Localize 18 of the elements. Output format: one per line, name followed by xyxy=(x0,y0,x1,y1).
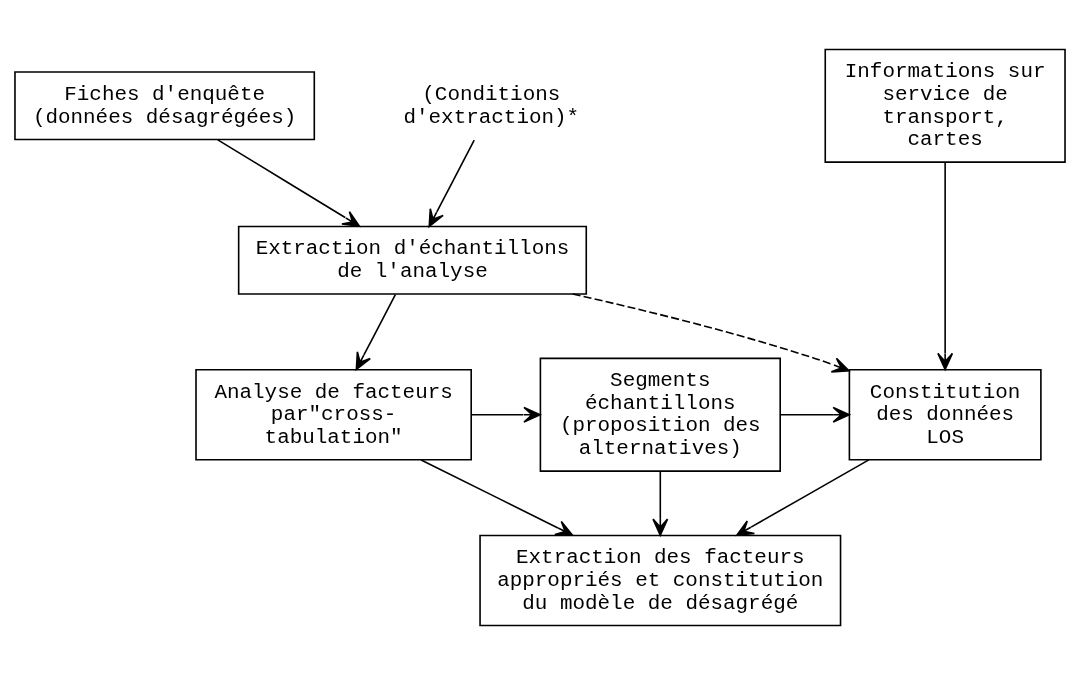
arrow xyxy=(217,138,361,227)
arrow xyxy=(470,406,541,423)
arrow xyxy=(736,458,870,536)
node-text: (Conditions d'extraction)* xyxy=(403,82,580,128)
arrow xyxy=(420,458,574,536)
node-box: Extraction des facteurs appropriés et constitution du modèle de désagrégé xyxy=(479,534,842,626)
arrow xyxy=(779,406,851,423)
node-box: Constitution des données LOS xyxy=(848,368,1042,461)
arrow xyxy=(355,293,397,370)
arrow xyxy=(652,470,669,536)
node-box: Segments échantillons (proposition des alternatives) xyxy=(539,357,781,472)
arrow xyxy=(428,138,475,227)
node-box: Informations sur service de transport, cartes xyxy=(824,48,1066,163)
node-box: Fiches d'enquête (données désagrégées) xyxy=(14,70,316,140)
arrow xyxy=(571,292,850,373)
node-box: Extraction d'échantillons de l'analyse xyxy=(237,225,588,295)
arrow xyxy=(937,161,954,370)
node-box: Analyse de facteurs par"cross-tabulation" xyxy=(195,368,472,461)
